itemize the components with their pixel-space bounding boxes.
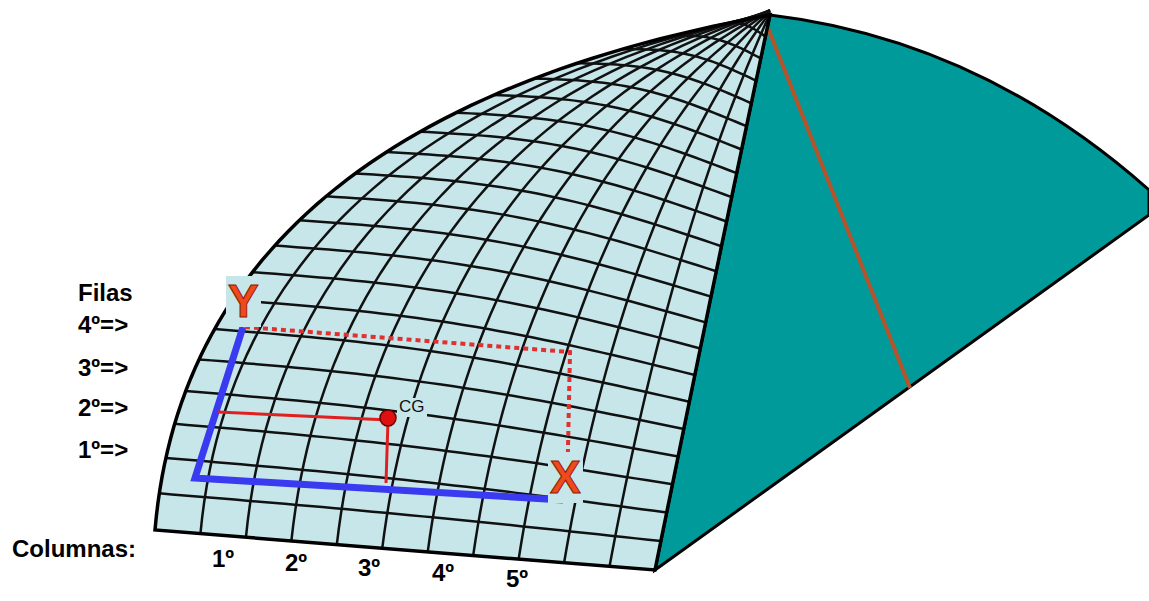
section-line <box>768 28 910 388</box>
axis-title: Columnas: <box>12 536 136 562</box>
dashed-extent <box>245 327 570 495</box>
axis-lines <box>195 327 563 500</box>
row-label: 4º=> <box>78 312 128 338</box>
grid-line <box>175 424 673 484</box>
grid-line <box>337 11 770 545</box>
row-label: 1º=> <box>78 437 128 463</box>
left-face <box>155 10 770 570</box>
grid-line <box>577 63 751 103</box>
axis-letter: X <box>548 452 583 503</box>
grid-line <box>199 359 684 429</box>
grid-line <box>355 173 721 246</box>
column-label: 3º <box>358 555 380 581</box>
row-label: 3º=> <box>78 355 128 381</box>
grid-line <box>535 78 747 126</box>
grid-line <box>166 458 667 513</box>
column-label: 4º <box>432 560 454 586</box>
cg-lines <box>218 412 388 483</box>
column-label: 1º <box>212 546 234 572</box>
grid-line <box>275 246 706 323</box>
grid-line <box>382 10 770 548</box>
grid-line <box>186 391 678 456</box>
grid-line <box>473 11 770 556</box>
column-label: 5º <box>506 566 528 592</box>
grid-line <box>326 196 716 271</box>
grid-line <box>519 11 770 559</box>
axis-letter: Y <box>226 276 261 327</box>
cg-point <box>380 410 396 426</box>
column-label: 2º <box>285 550 307 576</box>
point-label: CG <box>397 398 427 417</box>
grid-line <box>564 12 770 562</box>
row-label: 2º=> <box>78 395 128 421</box>
axis-marks <box>195 327 570 500</box>
grid-line <box>387 152 727 222</box>
face-outline <box>155 15 770 570</box>
grid-line <box>200 14 770 534</box>
grid-line <box>610 14 770 567</box>
grid-line <box>232 300 694 375</box>
face-fill <box>155 15 770 570</box>
grid-line <box>215 329 690 402</box>
axis-title: Filas <box>78 280 133 306</box>
